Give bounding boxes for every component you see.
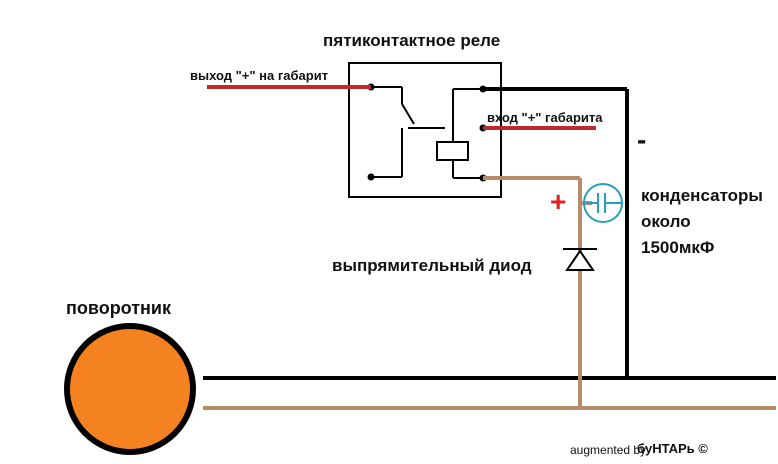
turn-signal-lamp <box>64 323 196 455</box>
relay-switch <box>371 86 445 178</box>
credit-author: бyHTAPь © <box>637 441 708 456</box>
signal-wire <box>203 176 776 410</box>
ground-wire <box>203 87 776 380</box>
minus-sign: - <box>637 124 647 155</box>
diode-label: выпрямительный диод <box>332 256 532 275</box>
relay-coil <box>436 88 483 179</box>
capacitor-label-line1: конденсаторы <box>641 186 763 205</box>
capacitor-label-line2: около <box>641 212 691 231</box>
credit-prefix: augmented by <box>570 443 647 457</box>
capacitor-label-line3: 1500мкФ <box>641 238 715 257</box>
input-label: вход "+" габарита <box>487 110 603 125</box>
plus-sign: + <box>550 186 567 217</box>
output-label: выход "+" на габарит <box>190 68 329 83</box>
turn-signal-label: поворотник <box>66 298 171 318</box>
relay-title: пятиконтактное реле <box>323 31 501 50</box>
capacitor-icon <box>583 183 623 223</box>
diode-icon <box>563 248 597 271</box>
